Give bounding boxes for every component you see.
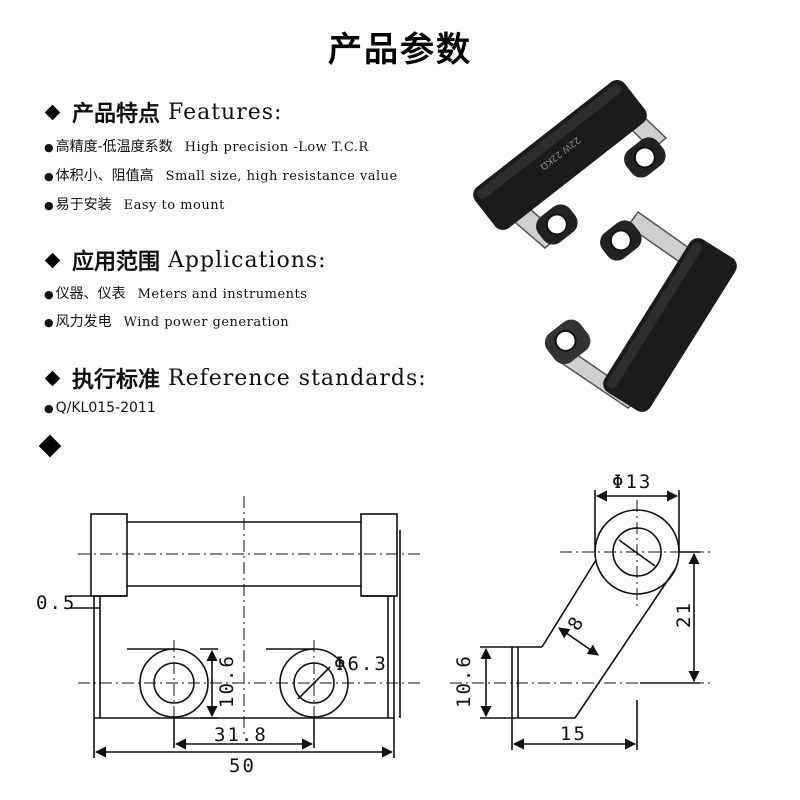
front-end-cap-right: [360, 513, 398, 597]
dim-hole-spacing: 31.8: [214, 724, 268, 746]
applications-heading-cn: 应用范围: [72, 250, 161, 275]
features-heading: 产品特点 Features:: [44, 96, 282, 128]
standards-heading-en: Reference standards:: [168, 365, 427, 391]
dim-eye-diameter: Φ13: [612, 471, 652, 493]
application-item: ● 仪器、仪表 Meters and instruments: [44, 283, 307, 303]
features-heading-cn: 产品特点: [72, 102, 161, 127]
dim-arm-width: 8: [564, 612, 590, 635]
feature-item-en: Small size, high resistance value: [165, 169, 398, 184]
features-heading-en: Features:: [168, 99, 283, 125]
dot-bullet-icon: ●: [44, 199, 54, 212]
feature-item-en: Easy to mount: [123, 198, 225, 213]
dim-foot-length: 15: [560, 723, 587, 745]
application-item: ● 风力发电 Wind power generation: [44, 311, 289, 331]
feature-item: ● 体积小、阻值高 Small size, high resistance va…: [44, 165, 398, 185]
dim-hole-diameter: Φ6.3: [334, 653, 388, 675]
feature-item-cn: 体积小、阻值高: [55, 168, 154, 184]
standards-heading-cn: 执行标准: [72, 368, 161, 393]
feature-item-cn: 易于安装: [55, 197, 112, 213]
applications-heading: 应用范围 Applications:: [44, 244, 327, 276]
feature-item-cn: 高精度-低温度系数: [55, 139, 173, 155]
application-item-en: Meters and instruments: [137, 287, 308, 302]
application-item-cn: 仪器、仪表: [55, 286, 126, 302]
dim-thickness: 0.5: [36, 592, 76, 614]
dot-bullet-icon: ●: [44, 288, 54, 301]
dim-hole-height: 10.6: [216, 654, 238, 708]
standards-heading: 执行标准 Reference standards:: [44, 362, 427, 394]
application-item-en: Wind power generation: [123, 315, 290, 330]
dim-side-height: 21: [673, 601, 695, 628]
dim-foot-height: 10.6: [453, 654, 475, 708]
feature-item: ● 高精度-低温度系数 High precision -Low T.C.R: [44, 136, 369, 156]
dot-bullet-icon: ●: [44, 141, 54, 154]
dot-bullet-icon: ●: [44, 316, 54, 329]
feature-item-en: High precision -Low T.C.R: [184, 140, 369, 155]
application-item-cn: 风力发电: [55, 314, 112, 330]
applications-heading-en: Applications:: [168, 247, 327, 273]
standard-item: ● Q/KL015-2011: [44, 400, 156, 416]
dim-total-length: 50: [229, 755, 256, 777]
front-end-cap-left: [90, 513, 128, 597]
feature-item: ● 易于安装 Easy to mount: [44, 194, 225, 214]
standard-code: Q/KL015-2011: [55, 400, 156, 416]
page-title: 产品参数: [328, 30, 472, 70]
dot-bullet-icon: ●: [44, 170, 54, 183]
dot-bullet-icon: ●: [44, 402, 54, 415]
